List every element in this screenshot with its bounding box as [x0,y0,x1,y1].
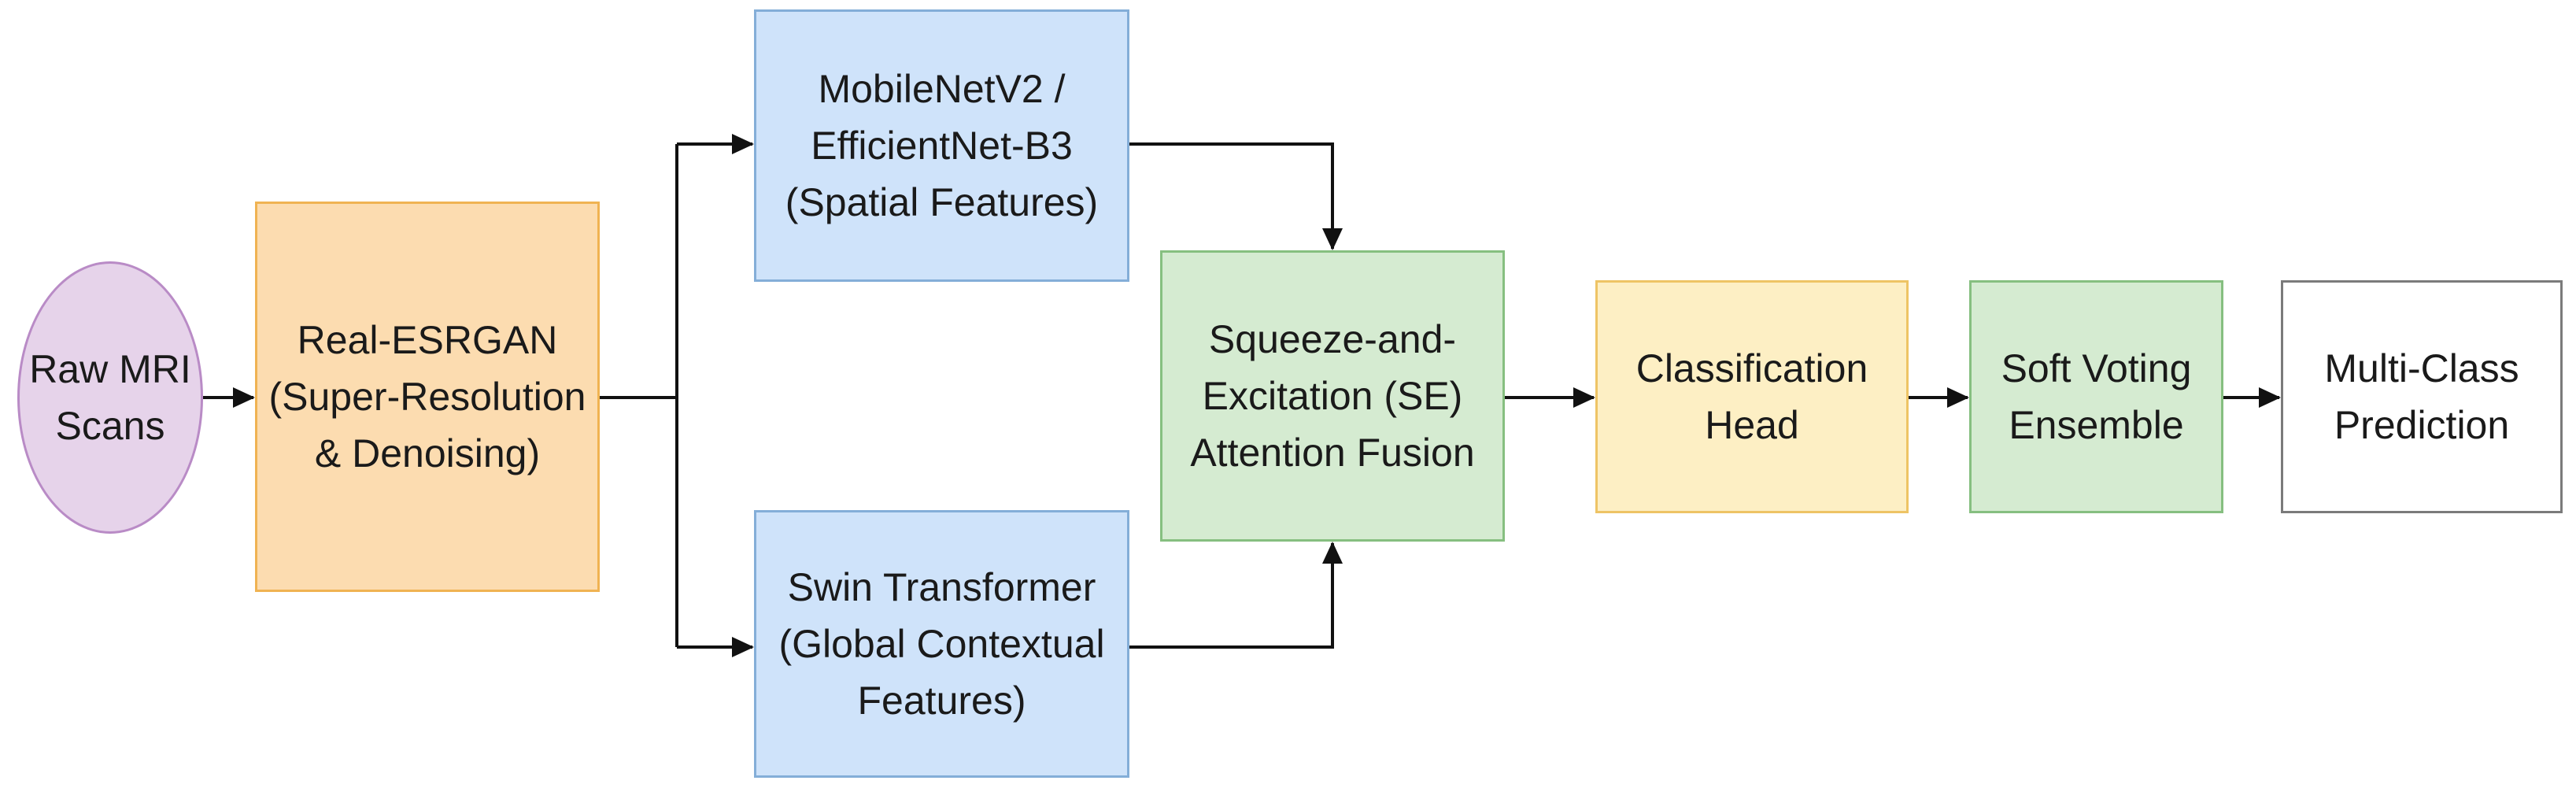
mobilenet-efficientnet-label: MobileNetV2 / EfficientNet-B3 (Spatial F… [785,67,1099,224]
classification-head-node: Classification Head [1595,280,1909,513]
real-esrgan-label: Real-ESRGAN (Super-Resolution & Denoisin… [268,318,586,475]
soft-voting-ensemble-node: Soft Voting Ensemble [1969,280,2223,513]
mobilenet-efficientnet-node: MobileNetV2 / EfficientNet-B3 (Spatial F… [754,9,1129,282]
multi-class-prediction-node: Multi-Class Prediction [2281,280,2563,513]
raw-mri-scans-label: Raw MRI Scans [29,347,191,448]
multi-class-prediction-label: Multi-Class Prediction [2324,346,2519,447]
se-attention-fusion-node: Squeeze-and- Excitation (SE) Attention F… [1160,250,1505,542]
real-esrgan-node: Real-ESRGAN (Super-Resolution & Denoisin… [255,202,600,592]
swin-transformer-label: Swin Transformer (Global Contextual Feat… [778,565,1105,723]
arrow-swin-to-se [1129,542,1343,649]
soft-voting-ensemble-label: Soft Voting Ensemble [2001,346,2192,447]
swin-transformer-node: Swin Transformer (Global Contextual Feat… [754,510,1129,778]
raw-mri-scans-node: Raw MRI Scans [17,261,203,534]
classification-head-label: Classification Head [1635,346,1868,447]
se-attention-fusion-label: Squeeze-and- Excitation (SE) Attention F… [1190,317,1475,475]
arrow-mobilenet-to-se [1129,142,1343,250]
